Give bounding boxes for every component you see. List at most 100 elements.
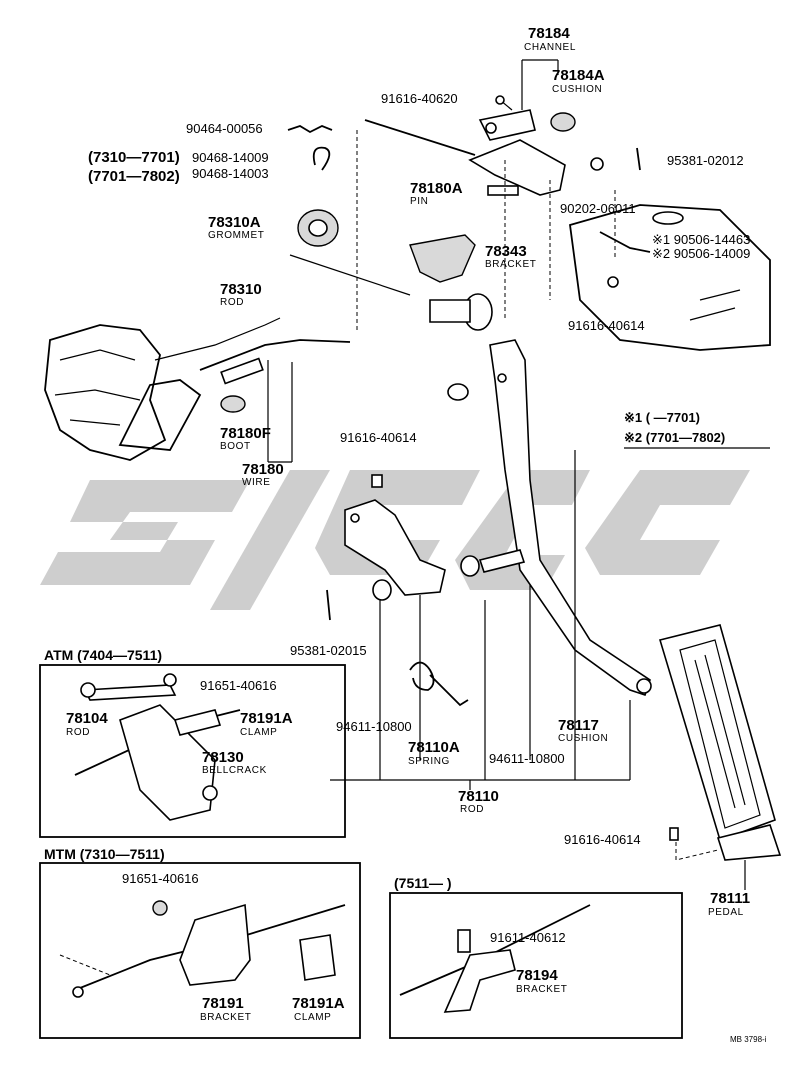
label-78117: 78117 — [558, 717, 599, 734]
label-78110A: 78110A — [408, 739, 460, 756]
label-78180A: 78180A — [410, 180, 463, 197]
label-78111: 78111 — [710, 890, 750, 907]
late-linkage-illustration — [399, 904, 591, 1013]
atm-label-78104: 78104 — [66, 710, 108, 727]
label-94611-10800-b: 94611-10800 — [489, 751, 565, 766]
shaft-icon — [478, 549, 526, 573]
atm-label-78191A: 78191A — [240, 710, 293, 727]
atm-box — [39, 664, 346, 838]
grommet-78310A-icon — [297, 209, 339, 247]
atm-label-rod: ROD — [66, 727, 90, 738]
label-78184A: 78184A — [552, 67, 605, 84]
pin-95381-icon — [636, 147, 641, 171]
label-91616-40614-c: 91616-40614 — [564, 832, 641, 847]
pedal-lever-78110 — [460, 339, 652, 697]
label-range-b: (7701—7802) — [88, 168, 180, 185]
atm-title: ATM (7404—7511) — [44, 647, 162, 663]
late-bolt-icon — [457, 929, 471, 953]
mtm-label-bracket: BRACKET — [200, 1012, 251, 1023]
control-knob-icon — [429, 293, 493, 331]
footer-code: MB 3798-i — [730, 1035, 767, 1044]
label-90464-00056: 90464-00056 — [186, 121, 263, 136]
label-91616-40614-b: 91616-40614 — [340, 430, 417, 445]
label-78110: 78110 — [458, 788, 499, 805]
clip-90468-icon — [312, 146, 331, 171]
label-91616-40620: 91616-40620 — [381, 91, 458, 106]
label-78184: 78184 — [528, 25, 570, 42]
label-95381-02015: 95381-02015 — [290, 643, 367, 658]
mtm-linkage-illustration — [59, 900, 346, 998]
pin-95381-02015-icon — [326, 589, 331, 621]
label-90468-14003: 90468-14003 — [192, 166, 269, 181]
atm-label-clamp: CLAMP — [240, 727, 277, 738]
label-90202-06011: 90202-06011 — [560, 201, 636, 216]
label-bracket-mid: BRACKET — [485, 259, 536, 270]
atm-linkage-illustration — [74, 673, 241, 821]
label-78310: 78310 — [220, 281, 262, 298]
bolt-91616-icon — [371, 474, 383, 488]
atm-label-91651-40616: 91651-40616 — [200, 678, 277, 693]
throttle-wire-78180 — [154, 119, 476, 413]
pivot-bracket-icon — [344, 474, 446, 601]
bushing-94611-icon — [460, 555, 480, 577]
label-channel: CHANNEL — [524, 42, 576, 53]
late-label-78194: 78194 — [516, 967, 558, 984]
spring-78110A-icon — [409, 661, 469, 707]
label-90468-14009: 90468-14009 — [192, 150, 269, 165]
label-78180: 78180 — [242, 461, 284, 478]
atm-bolt-icon — [163, 673, 177, 687]
channel-bracket-78184 — [468, 95, 576, 196]
leader-78184 — [521, 59, 559, 110]
mtm-label-78191: 78191 — [202, 995, 244, 1012]
engine-block-illustration — [44, 324, 202, 461]
mtm-box — [39, 862, 361, 1039]
cushion-78184A-icon — [550, 112, 576, 132]
bracket-78343-icon — [409, 234, 476, 283]
washer-90202-icon — [590, 157, 604, 171]
note-2: ※2 (7701—7802) — [624, 430, 725, 445]
label-range-a: (7310—7701) — [88, 149, 180, 166]
late-label-91611-40612: 91611-40612 — [490, 930, 566, 945]
label-91616-40614-a: 91616-40614 — [568, 318, 645, 333]
callout-bracket-lines — [330, 450, 631, 790]
label-94611-10800-a: 94611-10800 — [336, 719, 412, 734]
spring-90506-icon — [599, 231, 651, 253]
late-box — [389, 892, 683, 1039]
label-cushion-mid: CUSHION — [558, 733, 608, 744]
chain-90464-icon — [287, 125, 333, 134]
label-grommet: GROMMET — [208, 230, 264, 241]
late-label-bracket: BRACKET — [516, 984, 567, 995]
label-pin: PIN — [410, 196, 428, 207]
mtm-label-78191A: 78191A — [292, 995, 345, 1012]
label-78180F: 78180F — [220, 425, 271, 442]
label-wire: WIRE — [242, 477, 271, 488]
note-1: ※1 ( —7701) — [624, 410, 700, 425]
mtm-label-clamp: CLAMP — [294, 1012, 331, 1023]
mtm-label-91651-40616: 91651-40616 — [122, 871, 199, 886]
firewall-panel-illustration — [569, 204, 771, 351]
label-spring: SPRING — [408, 756, 450, 767]
pin-78180A-icon — [487, 185, 519, 196]
boot-78180F-icon — [220, 395, 246, 413]
label-90506-14009: ※2 90506-14009 — [652, 246, 750, 261]
label-95381-02012: 95381-02012 — [667, 153, 744, 168]
bolt-icon-2 — [607, 276, 619, 288]
label-cushion-top: CUSHION — [552, 84, 602, 95]
atm-label-78130: 78130 — [202, 749, 244, 766]
bolt-91616-40614-icon — [669, 827, 679, 841]
label-boot: BOOT — [220, 441, 251, 452]
label-78343: 78343 — [485, 243, 527, 260]
label-90506-14463: ※1 90506-14463 — [652, 232, 750, 247]
accelerator-pedal-78111 — [658, 624, 782, 861]
label-rod-top: ROD — [220, 297, 244, 308]
label-rod-mid: ROD — [460, 804, 484, 815]
late-title: (7511— ) — [394, 875, 452, 891]
label-78310A: 78310A — [208, 214, 261, 231]
mtm-bolt-icon — [152, 900, 168, 916]
leader-lines — [356, 130, 616, 330]
cushion-78117-icon — [447, 383, 469, 401]
atm-label-bellcrack: BELLCRACK — [202, 765, 267, 776]
bolt-icon — [495, 95, 505, 105]
